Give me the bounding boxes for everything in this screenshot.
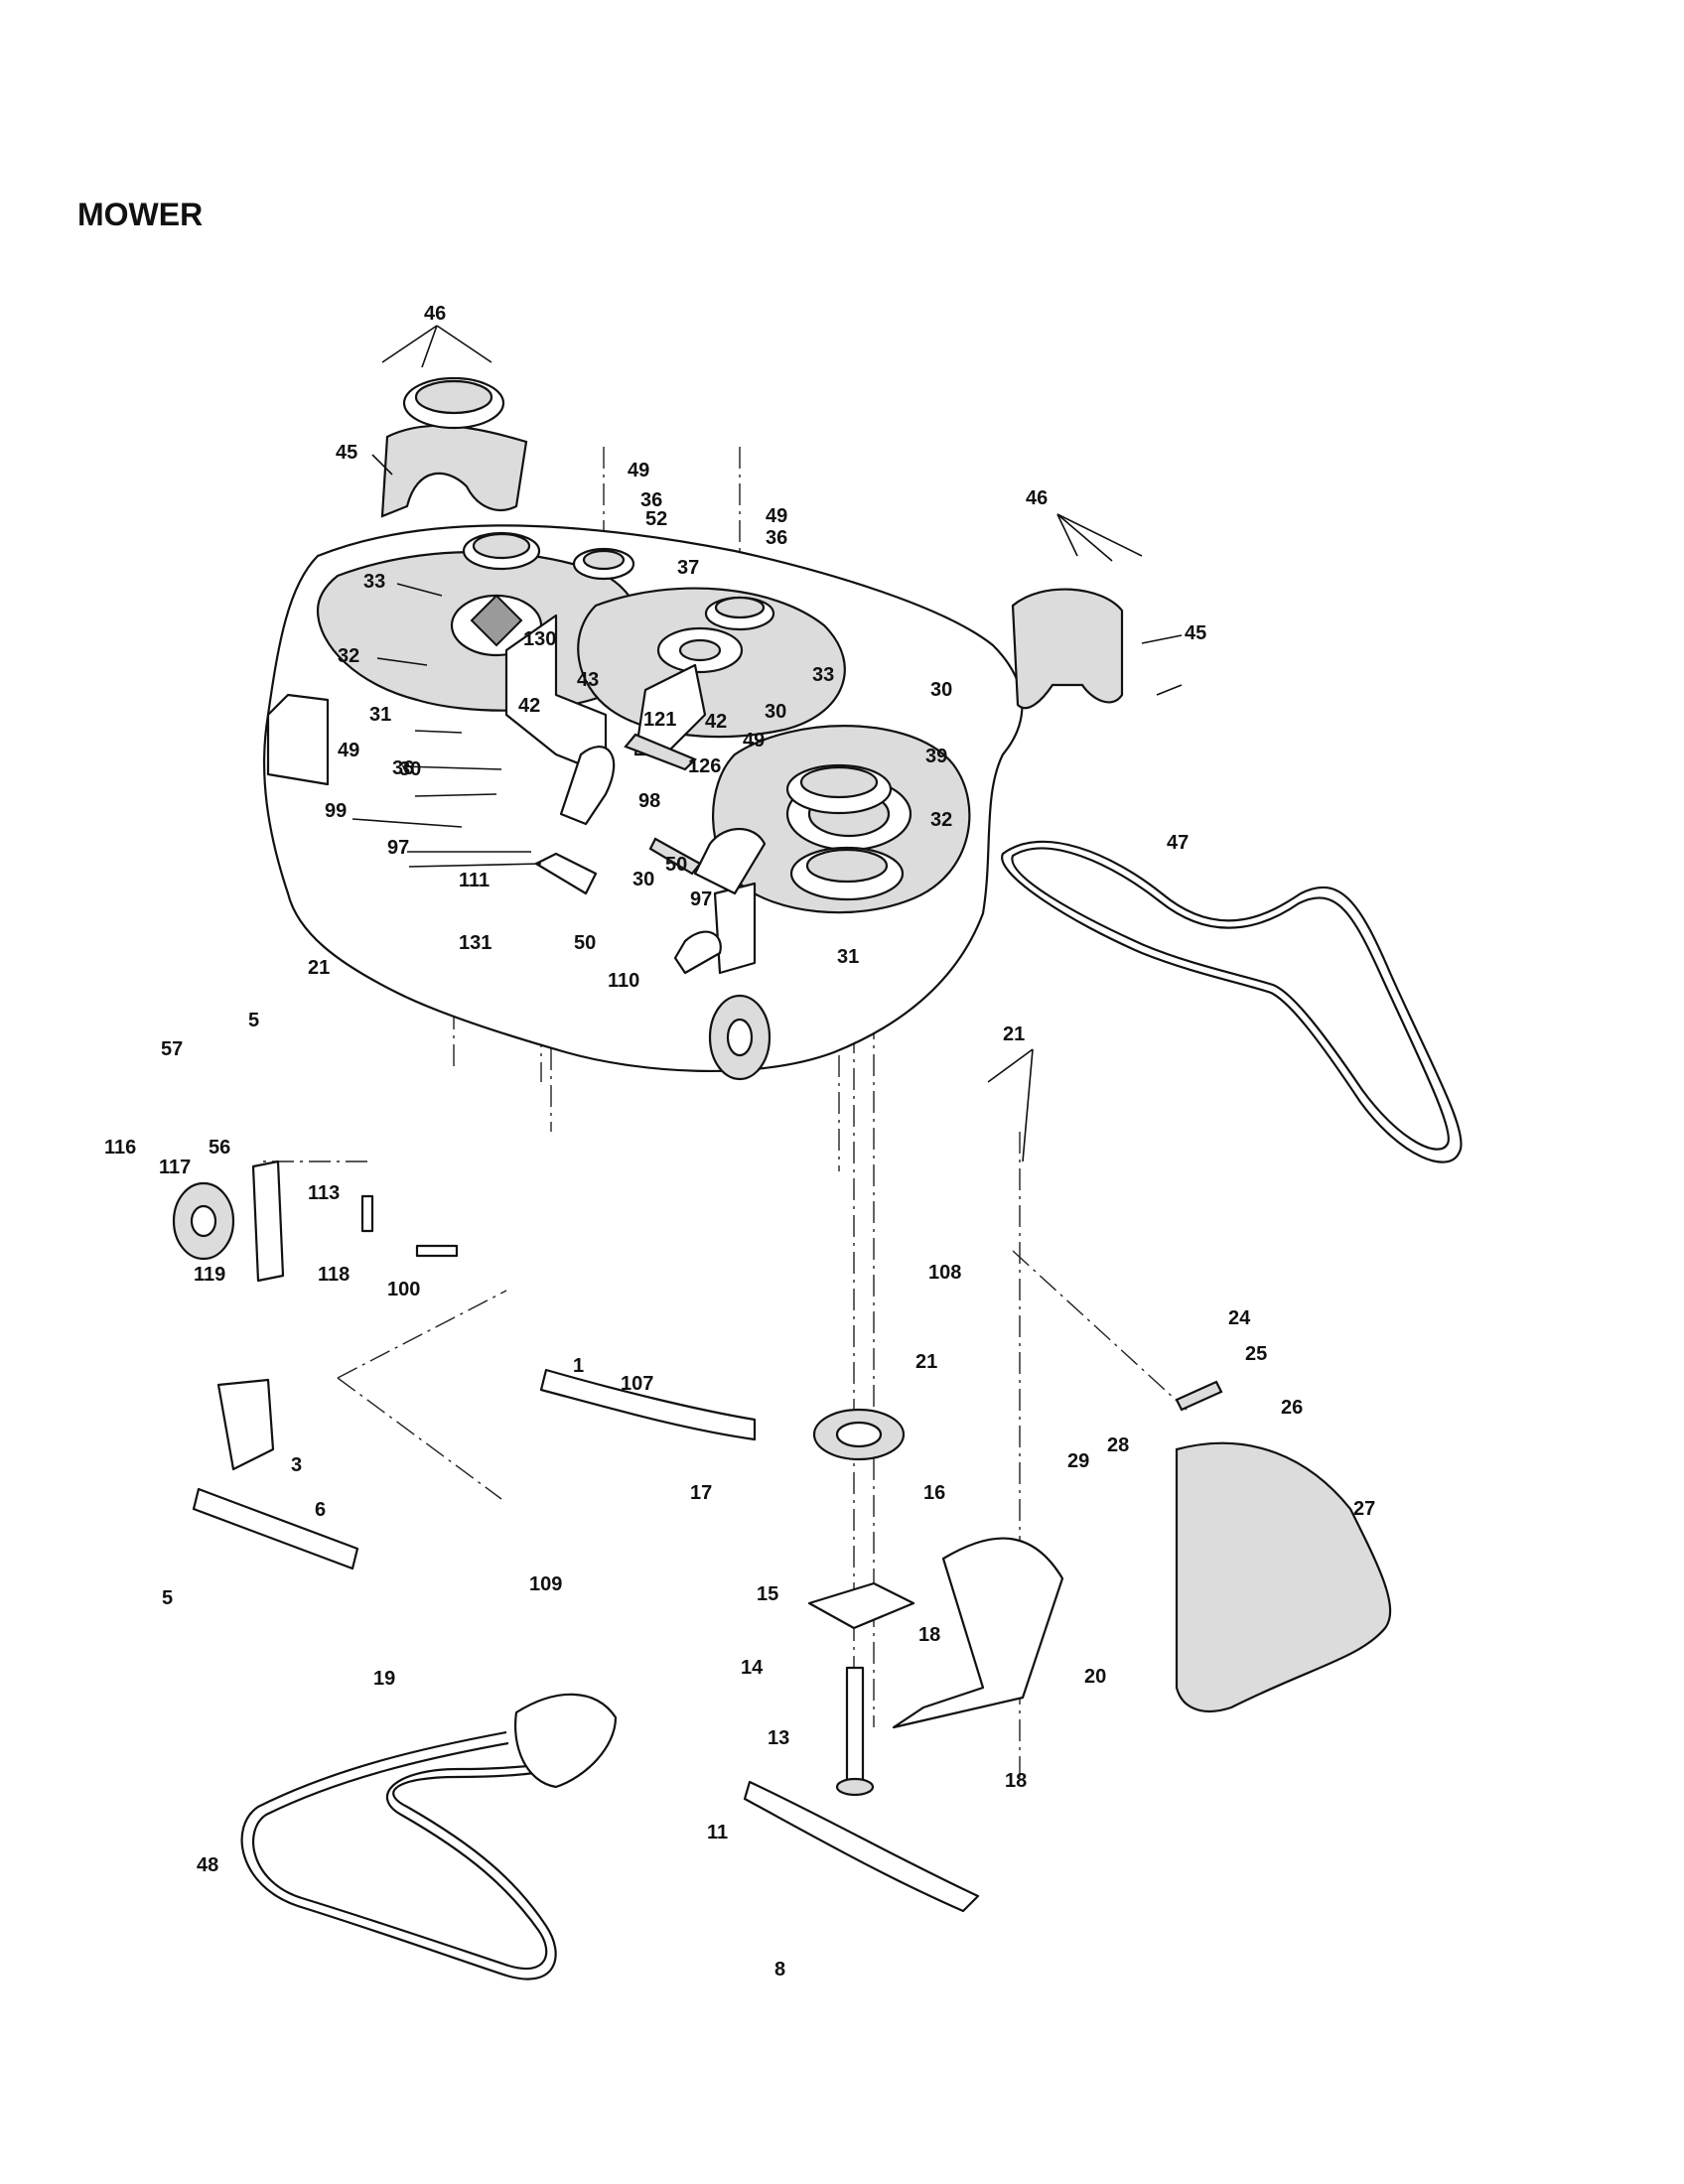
callout-label: 119 (194, 1264, 225, 1286)
belt-48-inner (252, 1741, 589, 1971)
callout-label: 45 (1185, 622, 1206, 644)
callout-label: 47 (1167, 832, 1189, 854)
callout-label: 109 (529, 1573, 562, 1595)
callout-label: 126 (688, 755, 721, 777)
mower-deck (262, 524, 1024, 1081)
callout-label: 3 (291, 1454, 302, 1476)
callout-label: 97 (690, 888, 712, 910)
callout-label: 33 (363, 571, 385, 593)
callout-label: 25 (1245, 1343, 1267, 1365)
callout-label: 97 (387, 837, 409, 859)
callout-label: 49 (743, 730, 765, 751)
belt-47 (1001, 840, 1463, 1163)
callout-label: 5 (248, 1010, 259, 1031)
callout-label: 46 (424, 303, 446, 325)
callout-label: 36 (392, 757, 414, 779)
callout-label: 107 (621, 1373, 653, 1395)
callout-label: 21 (308, 957, 330, 979)
callout-label: 26 (1281, 1397, 1303, 1419)
callout-label: 5 (162, 1587, 173, 1609)
callout-label: 31 (837, 946, 859, 968)
callout-label: 14 (741, 1657, 764, 1679)
callout-label: 45 (336, 442, 357, 464)
callout-label: 43 (577, 669, 599, 691)
page-title: MOWER (77, 197, 204, 232)
callout-label: 11 (707, 1822, 728, 1843)
callout-label: 50 (665, 854, 687, 876)
pulleys (402, 376, 905, 901)
callout-label: 16 (923, 1482, 945, 1504)
callout-label: 32 (930, 809, 952, 831)
callout-label: 48 (197, 1854, 218, 1876)
callout-label: 18 (918, 1624, 940, 1646)
callout-label: 37 (677, 557, 699, 579)
callout-label: 52 (645, 508, 667, 530)
callout-label: 36 (766, 527, 787, 549)
callout-label: 49 (628, 460, 649, 481)
callout-label: 18 (1005, 1770, 1027, 1792)
belt-48 (240, 1730, 587, 1980)
callout-label: 131 (459, 932, 491, 954)
callout-label: 30 (632, 869, 654, 890)
callout-label: 99 (325, 800, 347, 822)
callout-label: 49 (766, 505, 787, 527)
small-parts (172, 733, 1392, 1913)
callout-label: 13 (768, 1727, 789, 1749)
callout-label: 27 (1353, 1498, 1375, 1520)
callout-label: 30 (930, 679, 952, 701)
callout-labels: 46 45 49 36 52 49 36 37 33 46 45 32 130 … (104, 303, 1375, 1980)
callout-label: 42 (705, 711, 727, 733)
callout-label: 46 (1026, 487, 1048, 509)
callout-label: 111 (459, 870, 490, 891)
belt-47-inner (1011, 847, 1450, 1151)
callout-label: 31 (369, 704, 391, 726)
belt-guard-45-right (1011, 588, 1124, 710)
callout-label: 110 (608, 970, 639, 992)
callout-label: 32 (338, 645, 359, 667)
callout-label: 6 (315, 1499, 326, 1521)
callout-label: 57 (161, 1038, 183, 1060)
callout-label: 118 (318, 1264, 350, 1286)
callout-label: 100 (387, 1279, 420, 1300)
callout-label: 113 (308, 1182, 340, 1204)
callout-label: 98 (638, 790, 660, 812)
callout-label: 116 (104, 1137, 136, 1159)
callout-label: 28 (1107, 1434, 1129, 1456)
leader-lines (351, 325, 1183, 1162)
callout-label: 49 (338, 740, 359, 761)
callout-label: 117 (159, 1157, 191, 1178)
callout-label: 21 (915, 1351, 937, 1373)
callout-label: 21 (1003, 1024, 1025, 1045)
callout-label: 42 (518, 695, 540, 717)
belt-guard-45-left (380, 424, 528, 518)
callout-label: 36 (640, 489, 662, 511)
callout-label: 33 (812, 664, 834, 686)
callout-label: 30 (765, 701, 786, 723)
callout-label: 15 (757, 1583, 778, 1605)
callout-label: 24 (1228, 1307, 1251, 1329)
callout-label: 39 (925, 746, 947, 767)
callout-label: 20 (1084, 1666, 1106, 1688)
callout-label: 121 (643, 709, 676, 731)
callout-label: 56 (209, 1137, 230, 1159)
callout-label: 8 (774, 1959, 785, 1980)
callout-label: 130 (523, 628, 556, 650)
callout-label: 1 (573, 1355, 584, 1377)
callout-label: 19 (373, 1668, 395, 1690)
callout-label: 17 (690, 1482, 712, 1504)
callout-label: 29 (1067, 1450, 1089, 1472)
callout-label: 108 (928, 1262, 961, 1284)
callout-label: 50 (574, 932, 596, 954)
callout-label: 30 (399, 758, 421, 780)
